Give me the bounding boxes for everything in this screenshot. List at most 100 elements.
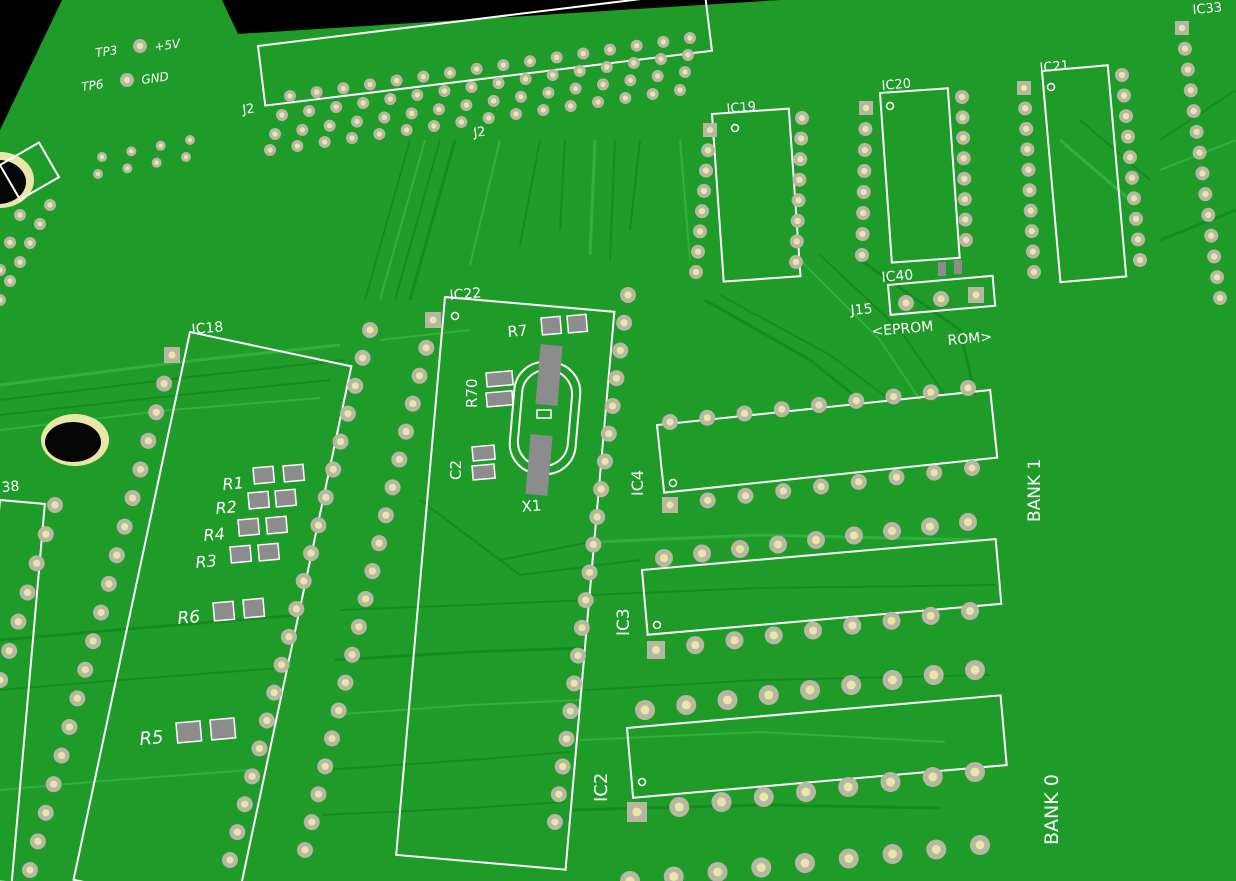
smd-pad: [540, 315, 563, 336]
pad-hole: [562, 735, 571, 743]
ic-top-left-outline: [0, 141, 61, 202]
pad-hole: [964, 384, 972, 392]
smd-pad: [175, 720, 203, 744]
pad-hole: [855, 478, 863, 486]
pad-hole: [848, 621, 857, 630]
pad-hole: [887, 526, 897, 536]
pad-hole: [713, 867, 722, 877]
pad-hole: [431, 123, 437, 129]
smd-pad: [237, 517, 261, 537]
pad-hole: [975, 840, 985, 850]
pad-hole: [113, 551, 121, 559]
pad-hole: [609, 402, 617, 410]
pad-hole: [277, 661, 286, 669]
pad-hole: [681, 700, 691, 710]
label-j2-left: J2: [241, 102, 256, 118]
smd-pad: [471, 444, 496, 462]
smd-pad: [566, 313, 589, 334]
pad-hole: [1030, 268, 1038, 276]
pad-hole: [105, 580, 113, 588]
pad-hole: [685, 52, 691, 58]
pad-hole: [970, 665, 980, 675]
pad-hole: [612, 374, 621, 382]
pad-hole: [861, 146, 869, 154]
pad-hole: [301, 846, 309, 854]
pad-hole: [408, 110, 415, 117]
pad-hole: [336, 437, 345, 446]
pad-hole: [773, 540, 783, 549]
pad-hole: [687, 35, 693, 41]
pad-hole: [158, 143, 163, 148]
pad-hole: [1196, 149, 1203, 156]
pad-hole: [333, 104, 339, 110]
pad-hole: [692, 268, 700, 276]
pad-hole: [368, 567, 376, 575]
pad-hole: [500, 62, 507, 68]
through-hole-pads: [0, 21, 1227, 881]
pad-hole: [551, 818, 559, 826]
pad-hole: [886, 777, 895, 787]
pad-hole: [859, 230, 866, 238]
pad-hole: [495, 80, 502, 86]
mount-hole: [45, 422, 101, 462]
pad-hole: [1126, 154, 1134, 161]
pad-hole: [582, 596, 590, 604]
pad-hole: [970, 767, 980, 777]
label-bank0: BANK 0: [1041, 774, 1063, 845]
pad-hole: [577, 68, 583, 74]
mount-holes: [0, 152, 109, 466]
pad-hole: [89, 637, 97, 645]
pad-hole: [968, 464, 976, 472]
trace: [379, 139, 426, 301]
j15-outline: [886, 274, 997, 316]
trace: [0, 667, 281, 691]
pad-hole: [658, 56, 664, 62]
pad-hole: [627, 77, 634, 83]
trace: [329, 699, 581, 716]
pad-hole: [5, 647, 13, 655]
pad-hole: [815, 401, 823, 409]
label-j15: J15: [849, 301, 873, 319]
label-ic40: IC40: [881, 267, 914, 286]
pad-hole: [888, 849, 897, 859]
pad-hole: [796, 176, 803, 183]
trace: [408, 139, 457, 301]
pad-hole: [624, 291, 632, 299]
pad-hole: [1178, 24, 1186, 32]
pad-hole: [960, 155, 967, 162]
pad-hole: [7, 278, 13, 284]
pad-hole: [136, 465, 145, 474]
pad-hole: [458, 119, 465, 125]
pad-hole: [1205, 211, 1212, 219]
pad-hole: [429, 316, 437, 324]
pad-hole: [341, 679, 350, 687]
label-r4: R4: [203, 524, 226, 545]
pad-hole: [570, 679, 578, 687]
pad-hole: [34, 837, 42, 845]
pad-hole: [697, 549, 707, 558]
pad-hole: [307, 549, 315, 557]
pad-hole: [1027, 207, 1034, 214]
pad-hole: [929, 670, 939, 680]
pad-hole: [395, 455, 403, 464]
pad-hole: [963, 517, 973, 527]
pad-hole: [33, 559, 41, 567]
pin1-marker: [652, 620, 662, 630]
pad-hole: [769, 631, 778, 640]
pad-hole: [463, 102, 470, 108]
pad-hole: [926, 611, 935, 620]
silkscreen-labels: TP3 +5V TP6 GND J2 J2 IC33 IC21 IC20 IC1…: [1, 0, 1223, 845]
pad-hole: [740, 409, 749, 418]
pad-hole: [706, 126, 714, 134]
pad-hole: [354, 118, 360, 125]
ic38-outline: [0, 498, 46, 881]
pad-hole: [616, 346, 624, 355]
pad-hole: [1029, 248, 1037, 255]
label-j2-bottom: J2: [472, 125, 487, 141]
pad-hole: [792, 258, 800, 266]
pad-hole: [703, 414, 711, 422]
pad-hole: [930, 469, 938, 477]
label-ic38: 38: [1, 478, 20, 495]
trace: [819, 254, 946, 396]
pad-hole: [0, 297, 3, 303]
